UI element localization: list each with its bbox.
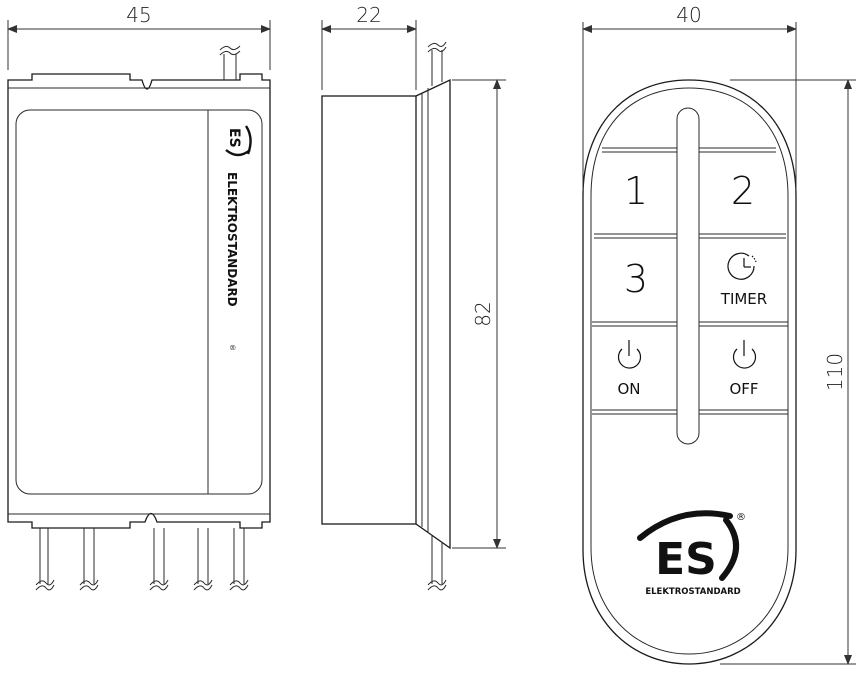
dimension-receiver-width-value: 45 bbox=[126, 3, 151, 27]
remote-button-2-label: 2 bbox=[731, 169, 755, 213]
remote-button-on[interactable]: ON bbox=[617, 340, 642, 398]
receiver-brand-logo: ES bbox=[225, 125, 252, 157]
remote-button-off[interactable]: OFF bbox=[729, 340, 759, 398]
dimension-remote-width-value: 40 bbox=[676, 3, 701, 27]
receiver-side-view: 22 82 bbox=[321, 3, 506, 591]
receiver-logo-text: ES bbox=[226, 128, 242, 148]
remote-button-1[interactable]: 1 bbox=[624, 169, 648, 213]
dimension-remote-height: 110 bbox=[720, 79, 856, 665]
remote-logo-text: ES bbox=[655, 534, 717, 585]
remote-button-on-label: ON bbox=[617, 380, 640, 398]
dimension-receiver-height: 82 bbox=[452, 79, 506, 549]
remote-registered-mark: ® bbox=[736, 512, 746, 523]
remote-button-1-label: 1 bbox=[624, 169, 648, 213]
dimension-receiver-depth: 22 bbox=[321, 3, 417, 90]
receiver-registered-mark: ® bbox=[228, 344, 236, 351]
remote-button-off-label: OFF bbox=[729, 380, 758, 398]
dimension-receiver-height-value: 82 bbox=[471, 301, 495, 326]
dimension-receiver-depth-value: 22 bbox=[356, 3, 381, 27]
receiver-front-view: ES ELEKTROSTANDARD ® bbox=[7, 3, 271, 591]
remote-button-2[interactable]: 2 bbox=[731, 169, 755, 213]
receiver-top-wire bbox=[219, 45, 241, 80]
remote-button-separators bbox=[592, 147, 788, 415]
remote-button-timer-label: TIMER bbox=[720, 290, 767, 308]
clock-icon bbox=[727, 252, 757, 280]
remote-button-timer[interactable]: TIMER bbox=[720, 252, 767, 308]
power-icon bbox=[617, 340, 642, 369]
dimension-remote-height-value: 110 bbox=[823, 353, 847, 391]
receiver-brand-name: ELEKTROSTANDARD bbox=[225, 172, 239, 307]
dimension-receiver-width: 45 bbox=[7, 3, 271, 70]
dimension-remote-width: 40 bbox=[582, 3, 797, 190]
power-icon bbox=[732, 340, 757, 369]
remote-brand-logo: ES ® ELEKTROSTANDARD bbox=[637, 510, 746, 597]
remote-button-3-label: 3 bbox=[624, 257, 648, 301]
remote-control: 1 2 3 TIMER ON bbox=[582, 3, 856, 665]
receiver-bottom-wires bbox=[35, 528, 249, 591]
remote-button-3[interactable]: 3 bbox=[624, 257, 648, 301]
remote-brand-name: ELEKTROSTANDARD bbox=[645, 587, 740, 597]
